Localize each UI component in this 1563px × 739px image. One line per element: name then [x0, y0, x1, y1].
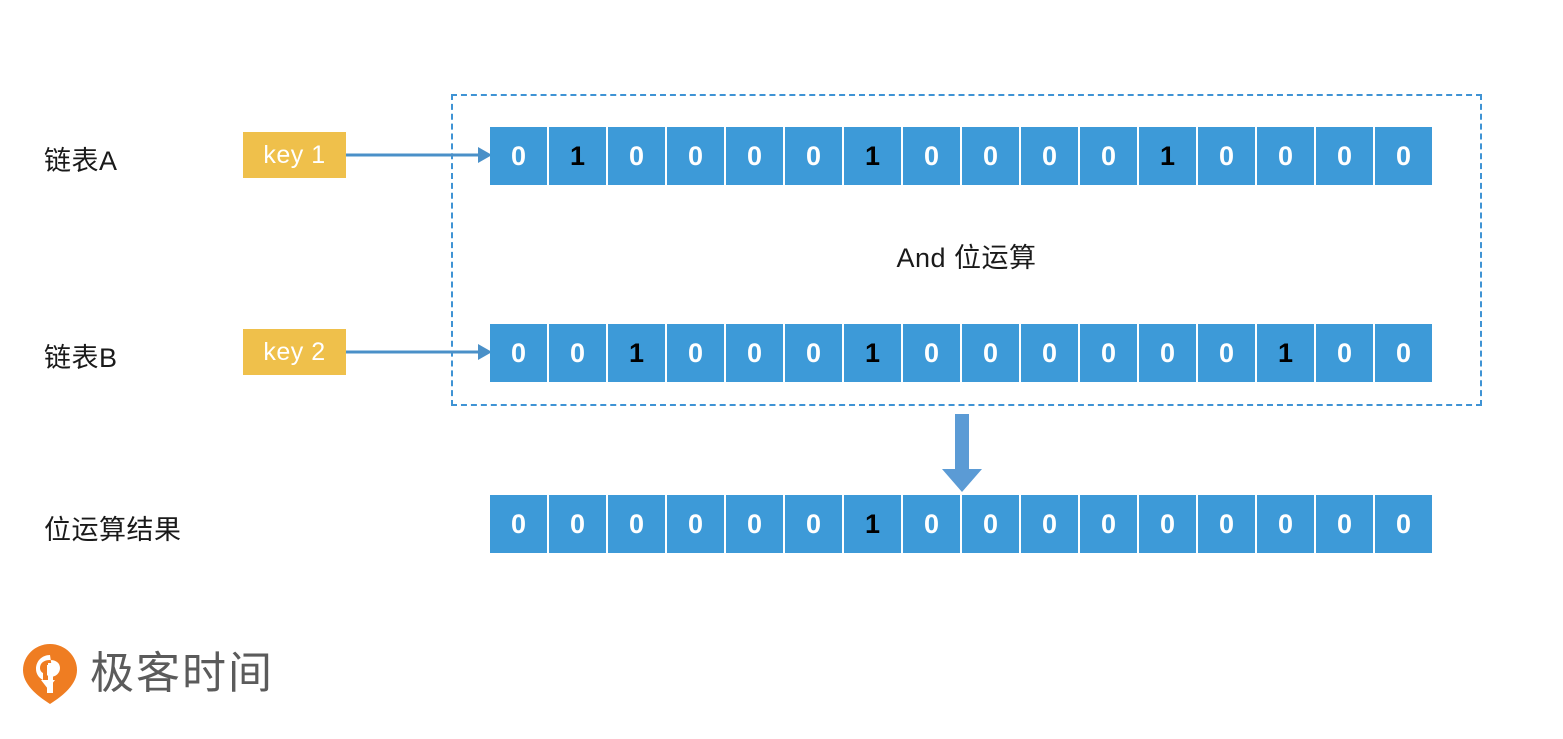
connector-arrow-key2: [346, 341, 492, 363]
bit-cell: 0: [726, 127, 783, 185]
bit-cell: 0: [785, 127, 842, 185]
bit-cell: 0: [1080, 127, 1137, 185]
bit-cell: 1: [608, 324, 665, 382]
bit-cell: 0: [1198, 127, 1255, 185]
bit-cell: 0: [1316, 495, 1373, 553]
bit-cell: 0: [1316, 324, 1373, 382]
bit-cell: 0: [490, 127, 547, 185]
bit-cell: 0: [1257, 127, 1314, 185]
bit-cell: 0: [962, 495, 1019, 553]
bit-cell: 0: [903, 127, 960, 185]
bit-cell: 1: [844, 127, 901, 185]
bit-cell: 0: [667, 127, 724, 185]
bit-cell: 0: [1375, 495, 1432, 553]
row-label-linked-list-a: 链表A: [44, 146, 118, 176]
bit-cell: 0: [1316, 127, 1373, 185]
brand-name: 极客时间: [90, 649, 274, 698]
bit-cell: 0: [1021, 127, 1078, 185]
connector-arrow-key2-icon: [346, 344, 492, 360]
and-operation-group-box: [451, 94, 1482, 406]
key-badge-2: key 2: [243, 329, 346, 375]
bit-cell: 0: [667, 495, 724, 553]
result-down-arrow: [937, 414, 987, 494]
bit-cell: 1: [1139, 127, 1196, 185]
bit-cell: 0: [667, 324, 724, 382]
bit-cell: 0: [1021, 495, 1078, 553]
bit-cell: 0: [962, 324, 1019, 382]
bit-cell: 0: [726, 324, 783, 382]
bit-cell: 0: [903, 495, 960, 553]
down-arrow-icon: [942, 414, 982, 492]
bit-cell: 1: [844, 324, 901, 382]
bit-cell: 0: [1139, 495, 1196, 553]
bit-cell: 1: [1257, 324, 1314, 382]
bit-cell: 0: [903, 324, 960, 382]
bit-cell: 0: [490, 324, 547, 382]
brand-logo: 极客时间: [22, 643, 274, 705]
bit-cell: 0: [726, 495, 783, 553]
bit-cell: 0: [785, 324, 842, 382]
operation-caption: And 位运算: [896, 243, 1037, 273]
bit-cell: 0: [1375, 127, 1432, 185]
geektime-pin-icon: [23, 644, 77, 704]
bit-cell: 0: [549, 495, 606, 553]
bit-cell: 0: [962, 127, 1019, 185]
connector-arrow-key1-icon: [346, 147, 492, 163]
bit-cell: 0: [785, 495, 842, 553]
bit-cell: 0: [608, 127, 665, 185]
row-label-linked-list-b: 链表B: [44, 343, 118, 373]
key-badge-1: key 1: [243, 132, 346, 178]
row-label-bitwise-result: 位运算结果: [44, 515, 182, 545]
bit-cell: 0: [608, 495, 665, 553]
bit-cell: 0: [1375, 324, 1432, 382]
bit-cell: 0: [1257, 495, 1314, 553]
bit-cell: 0: [1080, 324, 1137, 382]
bit-cell: 1: [844, 495, 901, 553]
bit-cell: 0: [1198, 324, 1255, 382]
connector-arrow-key1: [346, 144, 492, 166]
bit-cell: 0: [1198, 495, 1255, 553]
bit-cell: 0: [490, 495, 547, 553]
bit-cell: 0: [1080, 495, 1137, 553]
bit-cell: 0: [1139, 324, 1196, 382]
bit-cell: 1: [549, 127, 606, 185]
bit-cell: 0: [1021, 324, 1078, 382]
bit-cell: 0: [549, 324, 606, 382]
